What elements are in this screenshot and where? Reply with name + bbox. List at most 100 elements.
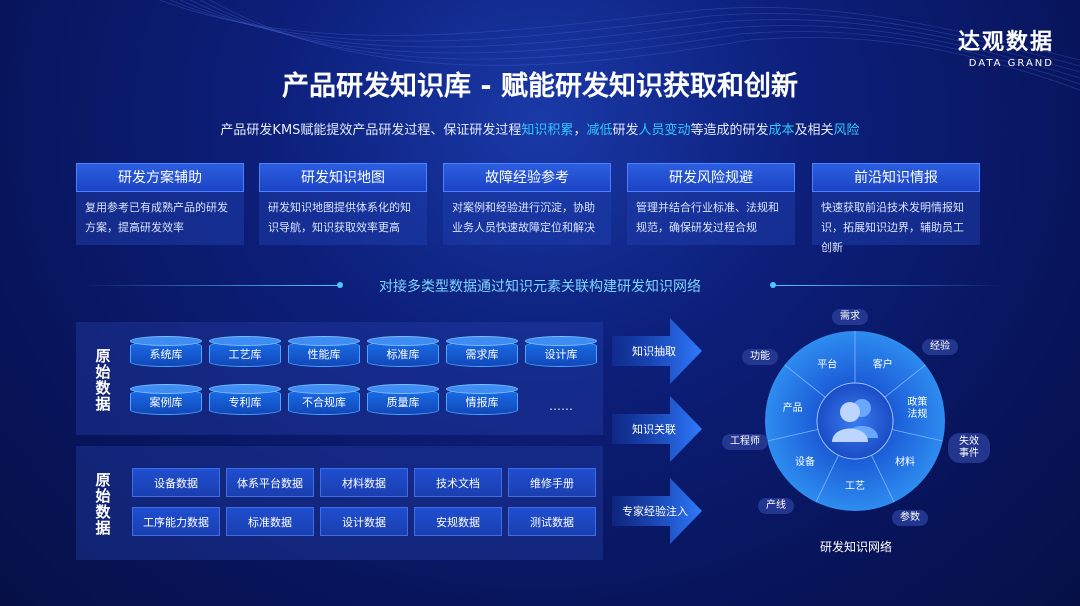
ring-segment-label: 客户 (873, 357, 893, 370)
cylinder-top (367, 336, 439, 346)
ring-divider (891, 429, 943, 442)
data-source-box: 设计数据 (320, 507, 408, 536)
data-source-box: 维修手册 (508, 468, 596, 497)
subtitle-highlight: 知识积累 (521, 123, 574, 138)
panel-label: 原始数据 (95, 347, 111, 413)
ring-segment-label: 政策法规 (907, 395, 927, 420)
panel-label: 原始数据 (95, 471, 111, 537)
background-wave-lines (159, 0, 1080, 91)
database-label: 工艺库 (228, 348, 262, 361)
cylinder-top (288, 336, 360, 346)
feature-card: 故障经验参考 对案例和经验进行沉淀，协助业务人员快速故障定位和解决 (443, 163, 611, 245)
network-outer-tag: 失效事件 (948, 433, 990, 463)
feature-card-desc: 管理并结合行业标准、法规和规范，确保研发过程合规 (627, 192, 795, 245)
cylinder-top (130, 384, 202, 394)
database-cylinder: 需求库 (446, 336, 518, 370)
database-cylinder: 质量库 (367, 384, 439, 418)
divider-line-left (80, 285, 340, 286)
network-title: 研发知识网络 (819, 540, 892, 554)
ring-segment-label: 设备 (795, 455, 815, 468)
feature-card: 研发风险规避 管理并结合行业标准、法规和规范，确保研发过程合规 (627, 163, 795, 245)
database-label: 设计库 (544, 348, 578, 361)
database-cylinder: 情报库 (446, 384, 518, 418)
subtitle-text: 及相关 (794, 123, 834, 138)
feature-card-title: 故障经验参考 (443, 163, 611, 192)
divider-line-right (774, 285, 1004, 286)
database-label: 不合规库 (302, 396, 346, 409)
divider-dot-right (770, 282, 776, 288)
logo-name-en: DATA GRAND (968, 58, 1054, 69)
feature-card-desc: 复用参考已有成熟产品的研发方案，提高研发效率 (76, 192, 244, 245)
network-outer-tag: 功能 (742, 349, 778, 365)
ring-divider (815, 455, 839, 503)
cylinder-top (209, 336, 281, 346)
cylinder-top (525, 336, 597, 346)
data-source-box: 工序能力数据 (132, 507, 220, 536)
feature-card-title: 研发方案辅助 (76, 163, 244, 192)
feature-card-desc: 快速获取前沿技术发明情报知识，拓展知识边界，辅助员工创新 (812, 192, 980, 254)
data-source-box: 技术文档 (414, 468, 502, 497)
feature-card: 研发知识地图 研发知识地图提供体系化的知识导航，知识获取效率更高 (259, 163, 427, 245)
users-icon (832, 399, 878, 442)
database-label: 质量库 (386, 396, 420, 409)
page-subtitle: 产品研发KMS赋能提效产品研发过程、保证研发过程知识积累，减低研发人员变动等造成… (0, 119, 1080, 138)
database-cylinder: 专利库 (209, 384, 281, 418)
logo-name-cn: 达观数据 (957, 30, 1054, 55)
cylinder-body (446, 341, 518, 367)
database-label: 专利库 (228, 396, 262, 409)
database-cylinder: 设计库 (525, 336, 597, 370)
subtitle-highlight: 减低 (586, 123, 613, 138)
cylinder-top (288, 384, 360, 394)
ring-segment-label: 工艺 (845, 480, 865, 492)
database-cylinder: 工艺库 (209, 336, 281, 370)
data-source-box: 安规数据 (414, 507, 502, 536)
database-label: 需求库 (465, 348, 499, 361)
ring-segment-label: 产品 (783, 401, 803, 414)
cylinder-top (130, 336, 202, 346)
ring-segment-label: 材料 (895, 455, 915, 468)
subtitle-text: ， (573, 123, 587, 138)
more-indicator: …… (549, 399, 573, 413)
subtitle-highlight: 人员变动 (638, 123, 691, 138)
database-label: 标准库 (386, 348, 420, 361)
process-arrow (612, 396, 702, 462)
ring-divider (784, 364, 826, 398)
subtitle-text: 研发 (612, 123, 639, 138)
cylinder-body (288, 341, 360, 367)
database-label: 案例库 (149, 396, 183, 409)
database-cylinder: 系统库 (130, 336, 202, 370)
database-cylinder: 案例库 (130, 384, 202, 418)
divider-dot-left (337, 282, 343, 288)
raw-data-panel-files: 原始数据 设备数据体系平台数据材料数据技术文档维修手册工序能力数据标准数据设计数… (76, 446, 603, 560)
subtitle-highlight: 成本 (768, 123, 795, 138)
database-cylinder: 不合规库 (288, 384, 360, 418)
database-label: 系统库 (149, 348, 183, 361)
brand-logo: 达观数据 DATA GRAND (958, 24, 1054, 69)
database-cylinder: 性能库 (288, 336, 360, 370)
feature-card-title: 研发风险规避 (627, 163, 795, 192)
arrow-label: 知识关联 (632, 423, 676, 436)
database-label: 性能库 (307, 348, 341, 361)
network-outer-tag: 参数 (892, 510, 928, 526)
arrow-label: 专家经验注入 (622, 505, 688, 518)
subtitle-highlight: 风险 (833, 123, 860, 138)
ring-divider (767, 429, 819, 442)
network-outer-tag: 经验 (922, 339, 958, 355)
process-arrow (612, 478, 702, 544)
feature-card: 研发方案辅助 复用参考已有成熟产品的研发方案，提高研发效率 (76, 163, 244, 245)
feature-card: 前沿知识情报 快速获取前沿技术发明情报知识，拓展知识边界，辅助员工创新 (812, 163, 980, 254)
feature-card-title: 前沿知识情报 (812, 163, 980, 192)
data-source-box: 材料数据 (320, 468, 408, 497)
ring-center (816, 382, 894, 460)
data-source-box: 设备数据 (132, 468, 220, 497)
data-source-box: 体系平台数据 (226, 468, 314, 497)
ring-segment-label: 平台 (817, 357, 837, 370)
network-outer-tag: 工程师 (722, 434, 768, 450)
section-caption: 对接多类型数据通过知识元素关联构建研发知识网络 (379, 279, 701, 295)
cylinder-top (446, 384, 518, 394)
arrow-label: 知识抽取 (632, 345, 676, 358)
cylinder-top (209, 384, 281, 394)
subtitle-text: 产品研发KMS赋能提效产品研发过程、保证研发过程 (220, 123, 522, 138)
ring-divider (871, 455, 895, 503)
